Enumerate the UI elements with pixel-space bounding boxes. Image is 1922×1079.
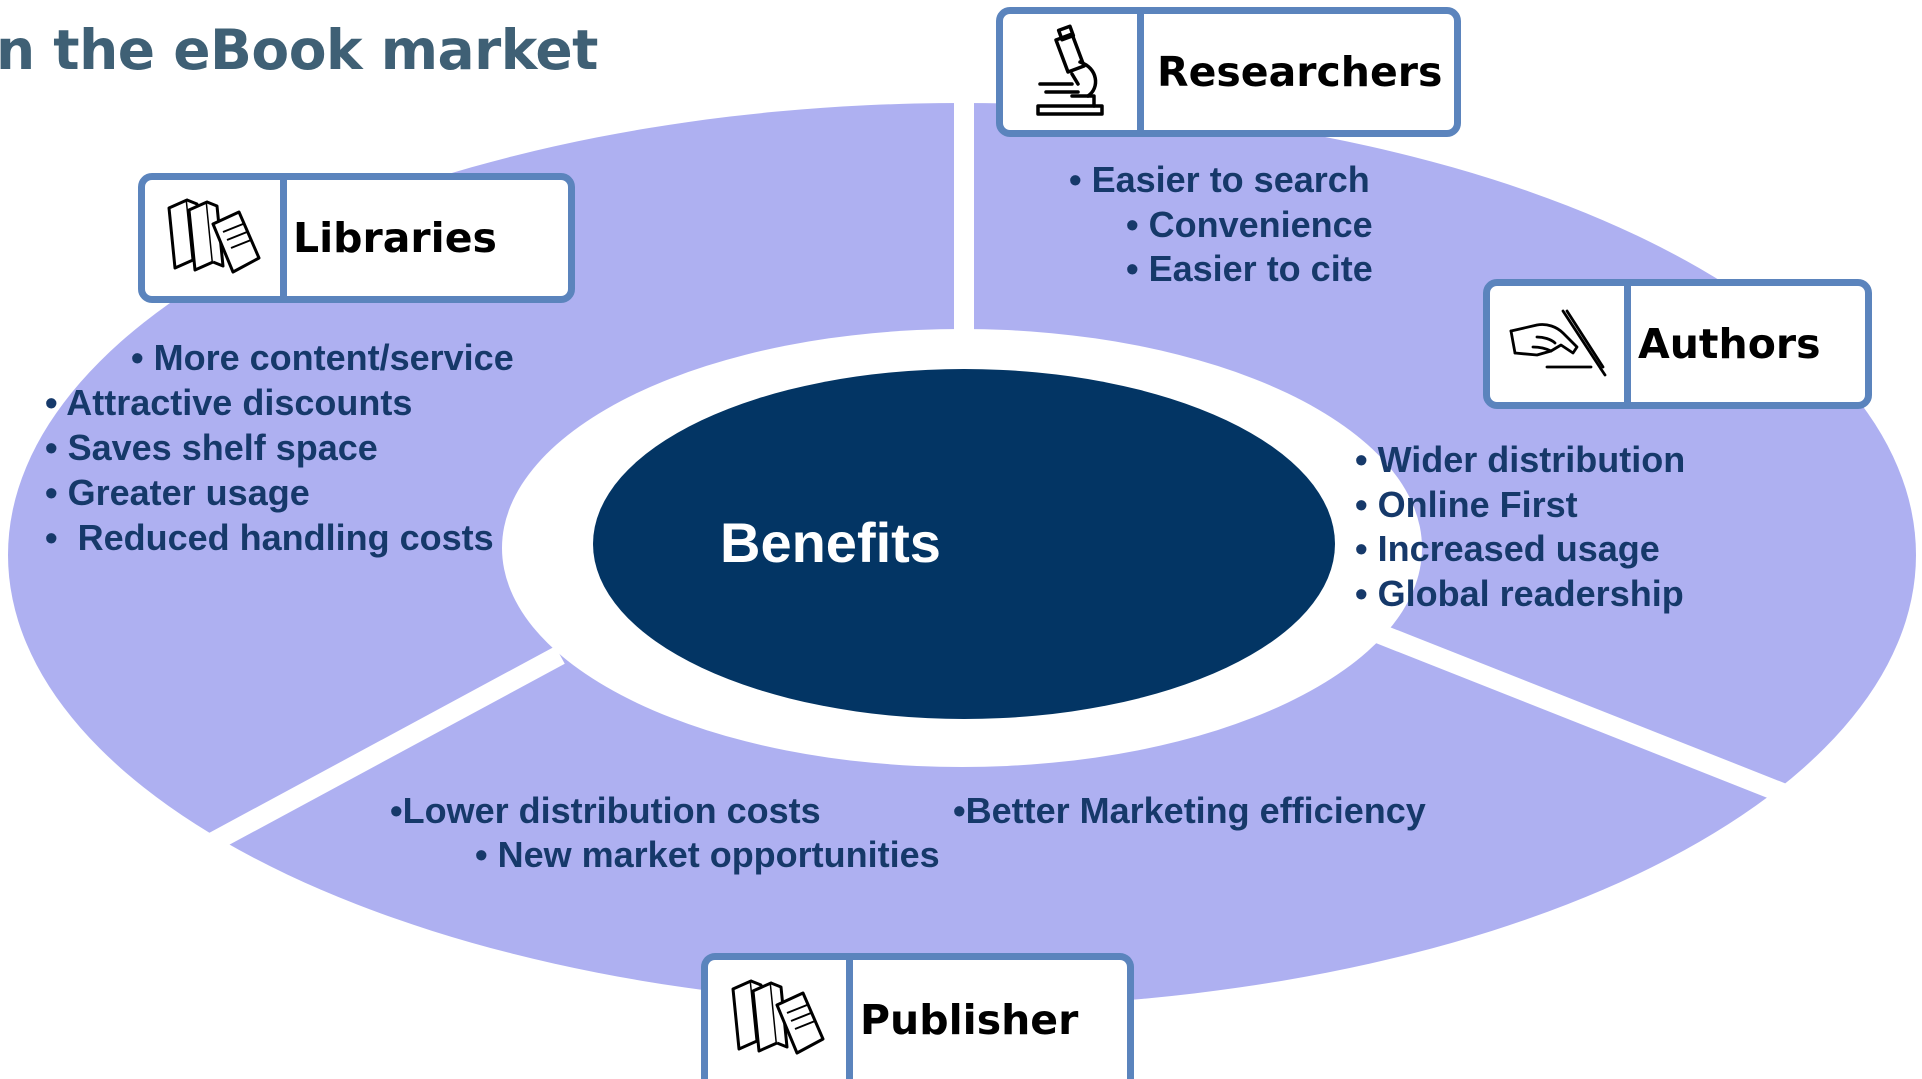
authors-benefit: • Increased usage [1355,528,1660,569]
writing-hand-icon [1507,307,1607,382]
publisher-benefit: • New market opportunities [475,834,940,875]
books-icon [727,975,827,1064]
researchers-icon-cell [1003,14,1144,130]
publisher-icon-cell [708,960,853,1079]
authors-benefit: • Online First [1355,484,1578,525]
microscope-icon [1032,22,1108,123]
benefits-center [593,369,1335,719]
books-icon [163,194,263,283]
authors-label: Authors [1638,320,1821,368]
authors-benefit: • Wider distribution [1355,439,1686,480]
libraries-benefit: • Saves shelf space [45,427,378,468]
publisher-benefit: •Lower distribution costs [390,790,821,831]
libraries-benefit: • More content/service [131,337,514,378]
libraries-card: Libraries [138,173,575,303]
page-title: n the eBook market [0,18,598,82]
libraries-benefit: • Greater usage [45,472,310,513]
researchers-benefit: • Easier to cite [1126,248,1373,289]
libraries-benefit: • Attractive discounts [45,382,413,423]
authors-icon-cell [1490,286,1631,402]
researchers-card: Researchers [996,7,1461,137]
libraries-benefit: • Reduced handling costs [45,517,494,558]
libraries-icon-cell [145,180,287,296]
researchers-label: Researchers [1157,48,1443,96]
publisher-card: Publisher [701,953,1134,1079]
researchers-benefit: • Convenience [1126,204,1373,245]
publisher-label: Publisher [860,995,1079,1044]
authors-benefit: • Global readership [1355,573,1684,614]
researchers-benefit: • Easier to search [1069,159,1370,200]
center-label: Benefits [720,511,941,574]
libraries-label: Libraries [293,214,497,262]
publisher-benefit: •Better Marketing efficiency [953,790,1426,831]
authors-card: Authors [1483,279,1872,409]
